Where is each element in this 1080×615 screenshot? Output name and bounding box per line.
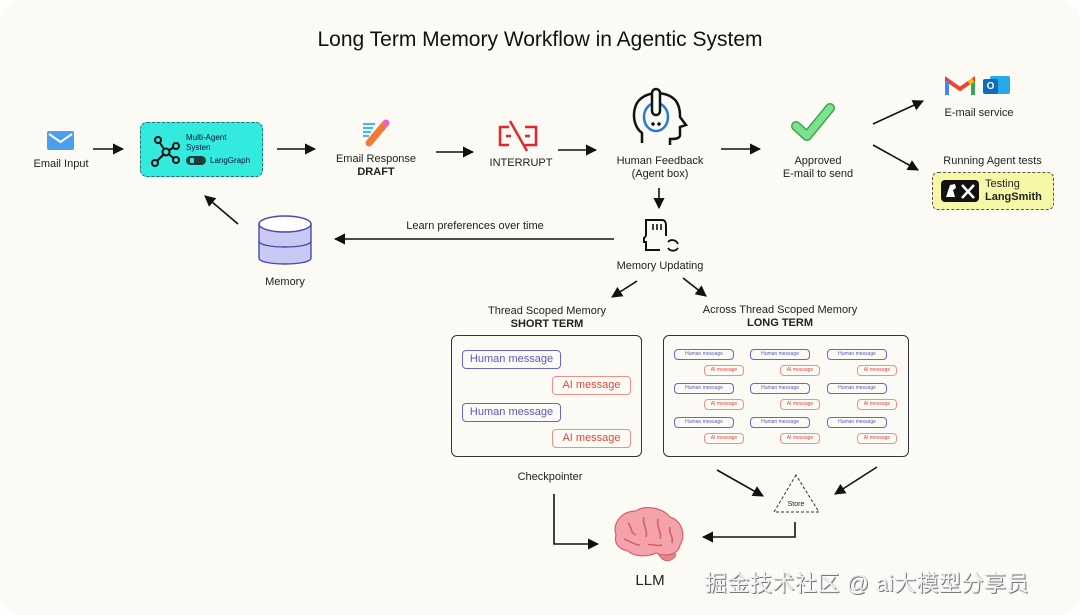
outlook-icon: O	[983, 74, 1010, 98]
human-message-chip: Human message	[750, 349, 810, 360]
human-feedback-label: Human Feedback (Agent box)	[605, 155, 715, 181]
human-message-chip: Human message	[462, 350, 561, 369]
human-feedback-line1: Human Feedback	[616, 155, 704, 167]
approved-line2: E-mail to send	[782, 168, 854, 180]
arrow-updating-to-short-term	[611, 280, 638, 298]
arrow-store-to-llm	[701, 522, 796, 543]
llm-label: LLM	[635, 572, 665, 589]
arrow-updating-to-long-term	[682, 277, 707, 297]
short-term-line1: Thread Scoped Memory	[488, 305, 606, 317]
arrow-checkpointer-to-llm	[553, 494, 600, 550]
human-message-chip: Human message	[674, 383, 734, 394]
ai-message-chip: AI message	[704, 399, 744, 410]
approved-label: Approved E-mail to send	[768, 155, 868, 181]
multi-agent-label: Multi-Agent Systen	[186, 133, 226, 153]
agent-tests-heading: Running Agent tests	[943, 155, 1042, 167]
arrow-approved-to-tests	[872, 144, 919, 171]
ai-message-chip: AI message	[704, 433, 744, 444]
email-service-label: E-mail service	[944, 107, 1014, 119]
headset-person-icon	[632, 87, 689, 145]
memory-label: Memory	[265, 276, 305, 288]
human-feedback-line2: (Agent box)	[631, 168, 689, 180]
checkmark-icon	[791, 103, 835, 141]
interrupt-icon	[498, 120, 538, 152]
human-message-chip: Human message	[750, 417, 810, 428]
arrow-long-term-to-store-left	[716, 469, 764, 497]
approved-line1: Approved	[794, 155, 842, 167]
human-message-chip: Human message	[827, 383, 887, 394]
long-term-heading: Across Thread Scoped Memory LONG TERM	[690, 304, 870, 330]
multi-agent-system-node: Multi-Agent Systen LangGraph	[140, 122, 263, 177]
langsmith-testing-node: Testing LangSmith	[932, 172, 1054, 210]
ai-message-chip: AI message	[780, 365, 820, 376]
testing-label: Testing	[985, 178, 1020, 190]
langsmith-parrot-tools-icon	[941, 180, 979, 202]
langgraph-badge: LangGraph	[186, 156, 250, 165]
watermark-text: 掘金技术社区 @ ai大模型分享员	[705, 571, 1030, 596]
arrow-approved-to-email-service	[872, 100, 925, 125]
store-label: Store	[787, 501, 805, 508]
ai-message-chip: AI message	[704, 365, 744, 376]
arrow-memory-to-agent	[204, 195, 239, 225]
human-message-chip: Human message	[827, 349, 887, 360]
gmail-icon	[945, 76, 975, 95]
envelope-icon	[47, 131, 74, 150]
long-term-line2: LONG TERM	[747, 317, 813, 329]
langgraph-logo-icon	[186, 156, 206, 165]
checkpointer-label: Checkpointer	[517, 471, 583, 483]
email-response-line1: Email Response	[335, 153, 417, 165]
ai-message-chip: AI message	[780, 433, 820, 444]
long-term-line1: Across Thread Scoped Memory	[702, 304, 858, 316]
email-input-label: Email Input	[33, 158, 89, 170]
ai-message-chip: AI message	[857, 365, 897, 376]
learn-preferences-label: Learn preferences over time	[406, 220, 544, 232]
short-term-line2: SHORT TERM	[510, 318, 584, 330]
email-response-label: Email Response DRAFT	[326, 153, 426, 179]
ai-message-chip: AI message	[780, 399, 820, 410]
multi-agent-line1: Multi-Agent	[186, 133, 227, 142]
ai-message-chip: AI message	[857, 433, 897, 444]
short-term-heading: Thread Scoped Memory SHORT TERM	[462, 305, 632, 331]
langgraph-label: LangGraph	[210, 156, 251, 165]
database-icon	[258, 215, 312, 265]
ai-message-chip: AI message	[552, 376, 631, 395]
langsmith-text: Testing LangSmith	[985, 178, 1042, 204]
human-message-chip: Human message	[674, 349, 734, 360]
brain-icon	[614, 507, 684, 562]
diagram-title: Long Term Memory Workflow in Agentic Sys…	[317, 28, 763, 51]
interrupt-label: INTERRUPT	[489, 157, 553, 169]
memory-updating-label: Memory Updating	[616, 260, 704, 272]
human-message-chip: Human message	[750, 383, 810, 394]
pencil-icon	[363, 119, 390, 147]
short-term-memory-box: Human message AI message Human message A…	[451, 335, 642, 457]
human-message-chip: Human message	[462, 403, 561, 422]
ai-message-chip: AI message	[552, 429, 631, 448]
human-message-chip: Human message	[827, 417, 887, 428]
ai-message-chip: AI message	[857, 399, 897, 410]
network-graph-icon	[151, 136, 180, 167]
memory-refresh-icon	[643, 219, 679, 252]
arrow-long-term-to-store-right	[834, 466, 878, 495]
langsmith-label: LangSmith	[985, 191, 1042, 203]
multi-agent-line2: Systen	[186, 143, 211, 152]
email-response-draft: DRAFT	[357, 166, 395, 178]
human-message-chip: Human message	[674, 417, 734, 428]
